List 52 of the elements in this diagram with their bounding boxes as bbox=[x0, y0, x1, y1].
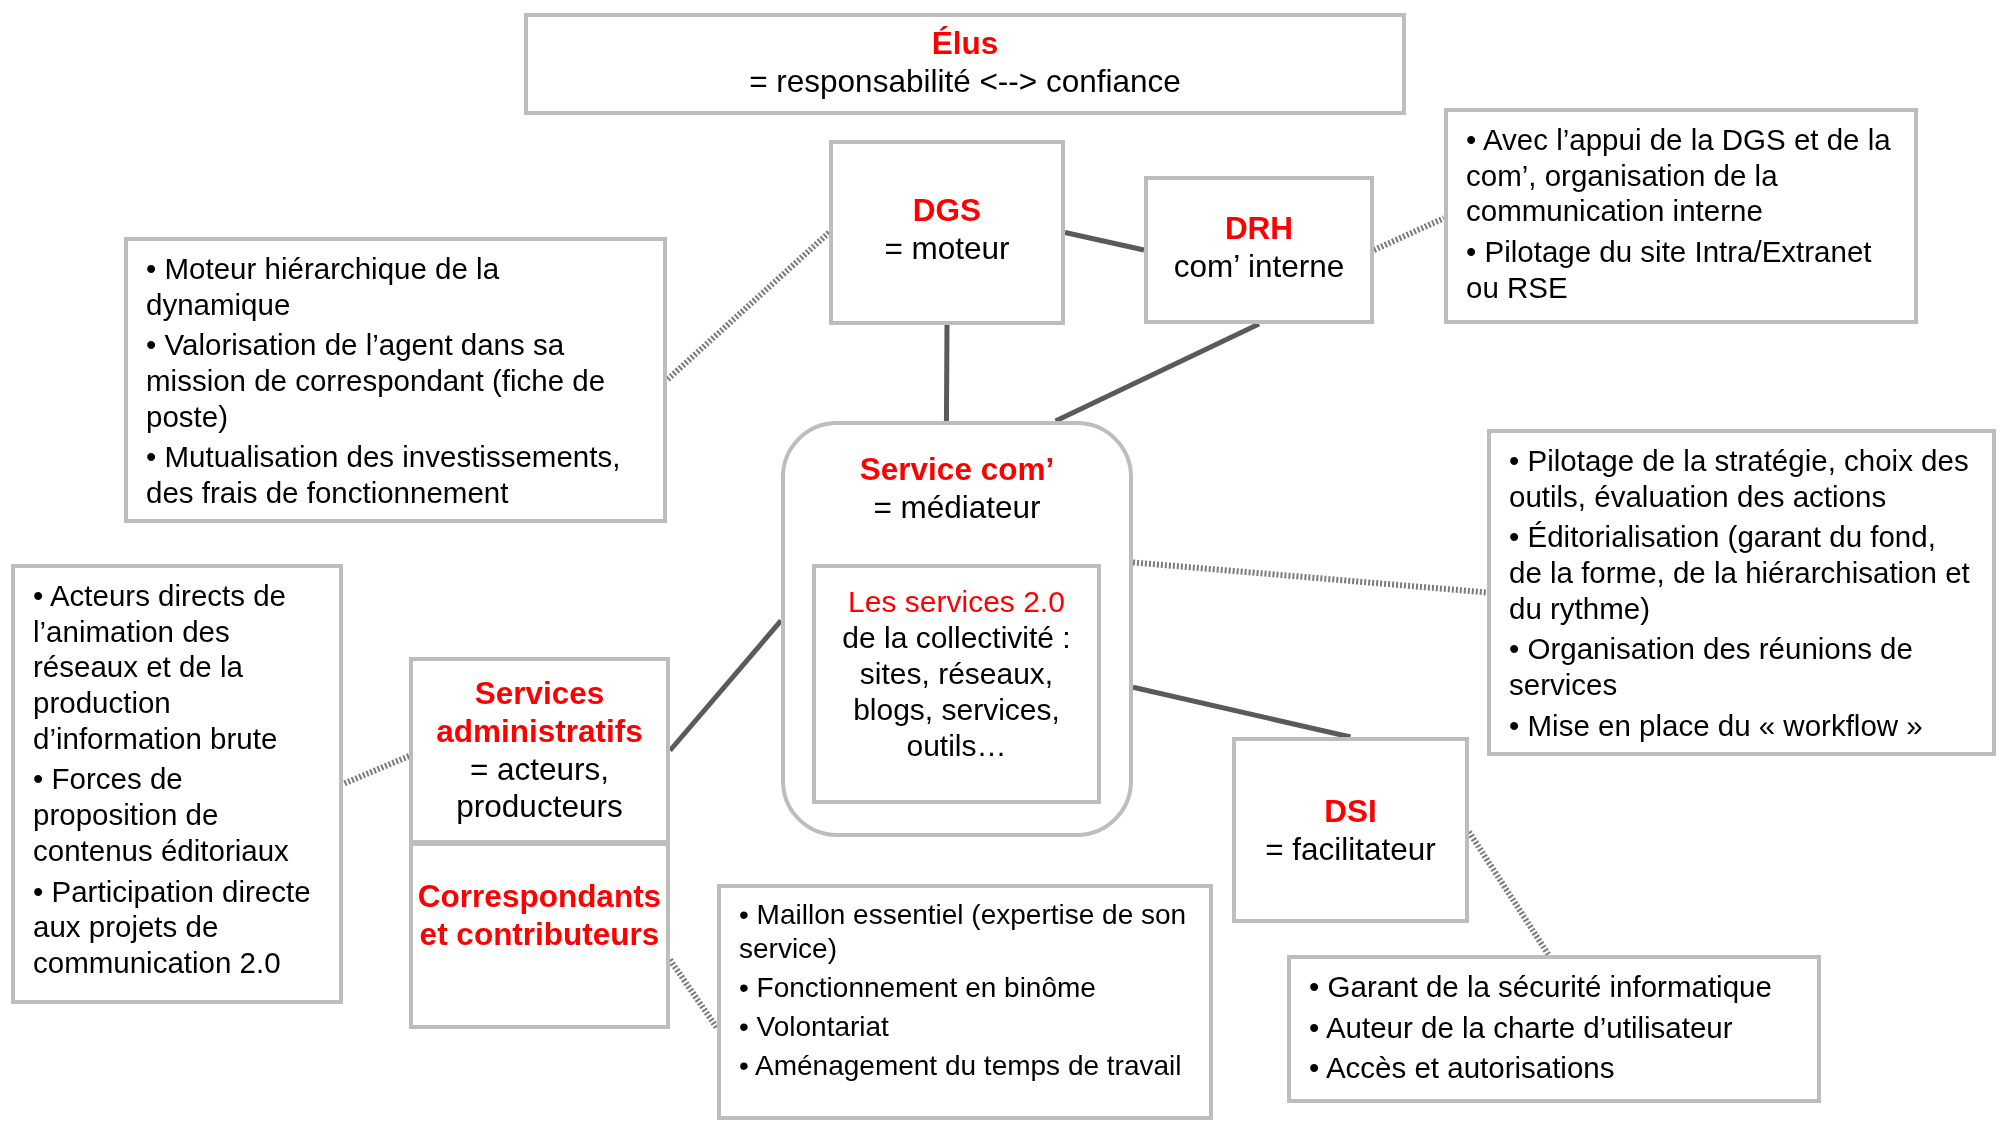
role-title: Les services 2.0 bbox=[848, 584, 1065, 620]
role-title: Service com’ bbox=[859, 451, 1055, 489]
role-box bbox=[409, 842, 670, 1029]
bullet-text: • Avec l’appui de la DGS et de la com’, organisation de la communication interne bbox=[1466, 122, 1892, 230]
role-title: Élus bbox=[931, 25, 999, 63]
bullet-text: • Acteurs directs de l’animation des réseaux et de la production d’information brute bbox=[33, 578, 287, 757]
bullet-text: • Forces de proposition de contenus éditoriaux bbox=[33, 761, 290, 869]
connector-line bbox=[1132, 684, 1352, 740]
role-description: = responsabilité <--> confiance bbox=[749, 62, 1181, 101]
bullet-text: • Pilotage de la stratégie, choix des outils, évaluation des actions bbox=[1509, 443, 1970, 515]
role-description: = médiateur bbox=[873, 488, 1041, 527]
role-box bbox=[409, 657, 670, 844]
mediator-rounded-box bbox=[781, 421, 1133, 837]
role-title: Services administratifs bbox=[435, 675, 644, 751]
role-title: Correspondants et contributeurs bbox=[416, 878, 663, 954]
role-title: DRH bbox=[1224, 210, 1294, 248]
role-description: com’ interne bbox=[1173, 247, 1345, 286]
note-box bbox=[717, 884, 1213, 1120]
connector-line bbox=[943, 325, 950, 421]
bullet-text: • Accès et autorisations bbox=[1309, 1050, 1616, 1087]
bullet-text: • Participation directe aux projets de communication 2.0 bbox=[33, 873, 312, 981]
bullet-text: • Volontariat bbox=[739, 1009, 890, 1044]
note-box bbox=[1487, 429, 1996, 756]
role-description: = facilitateur bbox=[1265, 830, 1436, 869]
bullet-text: • Pilotage du site Intra/Extranet ou RSE bbox=[1466, 234, 1873, 306]
role-description: = acteurs, producteurs bbox=[455, 750, 624, 827]
note-box bbox=[124, 237, 667, 523]
role-description: de la collectivité : sites, réseaux, blogs, services, outils… bbox=[841, 620, 1072, 764]
bullet-text: • Mutualisation des investissements, des frais de fonctionnement bbox=[146, 439, 622, 511]
role-box bbox=[1144, 176, 1374, 324]
bullet-text: • Mise en place du « workflow » bbox=[1509, 707, 1924, 744]
bullet-text: • Garant de la sécurité informatique bbox=[1309, 969, 1773, 1005]
bullet-text: • Fonctionnement en binôme bbox=[739, 970, 1097, 1005]
bullet-text: • Moteur hiérarchique de la dynamique bbox=[146, 251, 501, 323]
connector-line bbox=[1064, 230, 1145, 253]
role-title: DSI bbox=[1324, 793, 1377, 831]
role-box bbox=[829, 140, 1065, 325]
note-box bbox=[1444, 108, 1918, 324]
role-title: DGS bbox=[912, 192, 982, 230]
bullet-text: • Valorisation de l’agent dans sa mission de correspondant (fiche de poste) bbox=[146, 327, 607, 435]
note-box bbox=[1287, 955, 1821, 1103]
dotted-connector bbox=[1132, 559, 1488, 596]
note-box bbox=[11, 564, 343, 1004]
inner-box bbox=[812, 564, 1101, 804]
bullet-text: • Maillon essentiel (expertise de son service) bbox=[739, 898, 1188, 966]
role-box bbox=[1232, 737, 1469, 923]
bullet-text: • Aménagement du temps de travail bbox=[739, 1048, 1183, 1083]
bullet-text: • Éditorialisation (garant du fond, de la forme, de la hiérarchisation et du rythme) bbox=[1509, 519, 1971, 627]
bullet-text: • Auteur de la charte d’utilisateur bbox=[1309, 1009, 1734, 1046]
bullet-text: • Organisation des réunions de services bbox=[1509, 631, 1914, 703]
role-box bbox=[524, 13, 1406, 115]
role-description: = moteur bbox=[884, 229, 1010, 268]
